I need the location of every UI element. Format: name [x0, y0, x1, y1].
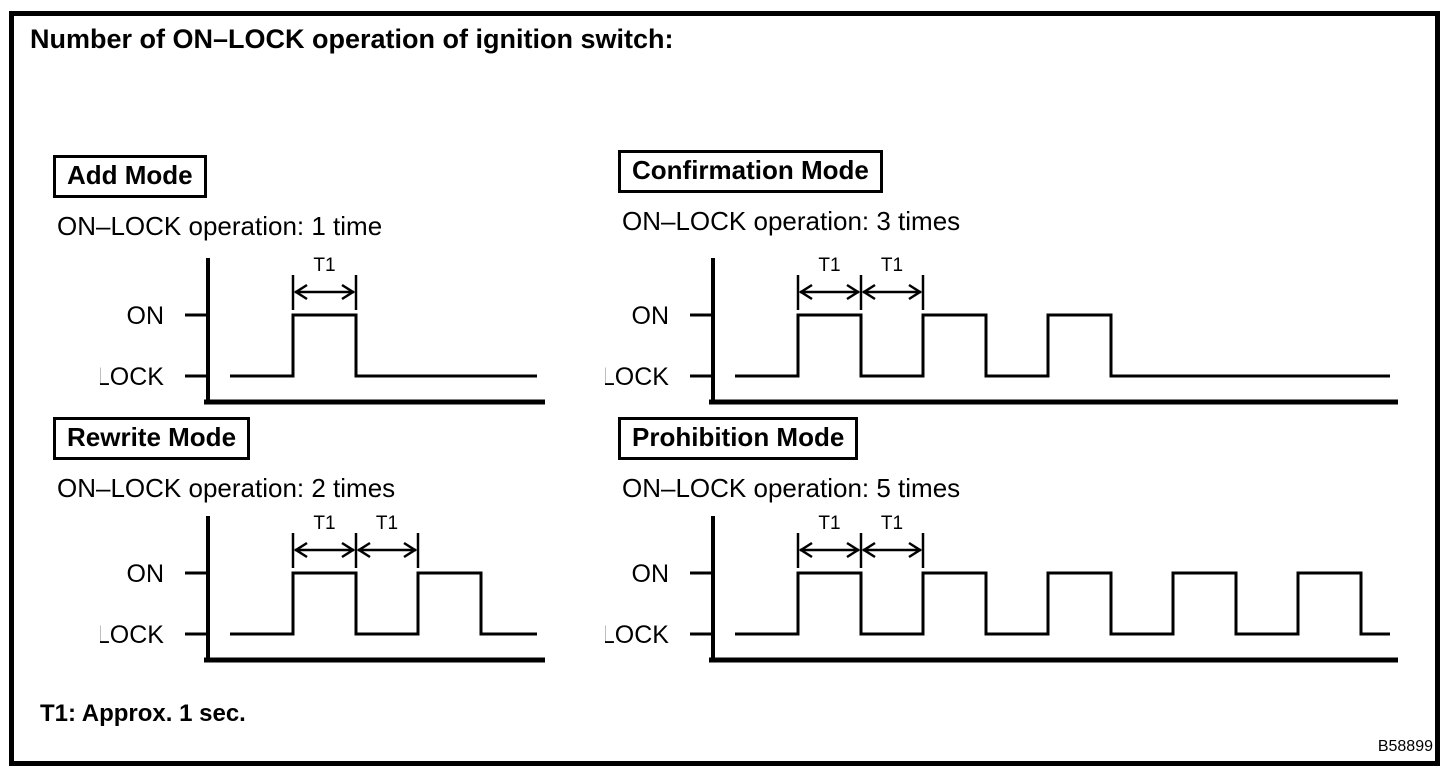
operation-count-text: ON–LOCK operation: 1 time	[57, 211, 383, 241]
signal-trace	[230, 313, 537, 378]
on-label: ON	[127, 302, 165, 330]
panel-confirmation-mode: Confirmation Mode ON–LOCK operation: 3 t…	[605, 150, 1398, 405]
t1-label: T1	[881, 513, 903, 534]
mode-label-text: Add Mode	[67, 160, 193, 190]
waveform-rewrite-mode: ON LOCK T1 T1	[100, 513, 545, 663]
t1-arrowhead-right	[403, 541, 418, 559]
t1-arrowhead-left	[861, 541, 876, 559]
t1-label: T1	[881, 255, 903, 276]
t1-arrowhead-left	[293, 541, 308, 559]
t1-arrowhead-left	[798, 283, 813, 301]
panel-rewrite-mode: Rewrite Mode ON–LOCK operation: 2 times …	[53, 417, 545, 663]
on-label: ON	[632, 302, 670, 330]
t1-arrowhead-left	[798, 541, 813, 559]
operation-count-text: ON–LOCK operation: 5 times	[622, 473, 961, 503]
panel-prohibition-mode: Prohibition Mode ON–LOCK operation: 5 ti…	[605, 417, 1398, 663]
t1-label: T1	[313, 255, 335, 276]
mode-label-box-prohibition: Prohibition Mode	[618, 417, 859, 460]
mode-label-box-add: Add Mode	[53, 155, 207, 198]
lock-label: LOCK	[100, 621, 164, 649]
figure-title: Number of ON–LOCK operation of ignition …	[30, 24, 674, 54]
mode-label-box-rewrite: Rewrite Mode	[53, 417, 251, 460]
lock-label: LOCK	[100, 363, 164, 391]
t1-label: T1	[313, 513, 335, 534]
signal-trace	[735, 313, 1390, 378]
on-label: ON	[127, 560, 165, 588]
waveform-prohibition-mode: ON LOCK T1 T1	[605, 513, 1398, 663]
t1-label: T1	[376, 513, 398, 534]
mode-label-text: Rewrite Mode	[67, 422, 237, 452]
waveform-confirmation-mode: ON LOCK T1 T1	[605, 255, 1398, 405]
panel-add-mode: Add Mode ON–LOCK operation: 1 time ON LOC…	[53, 155, 545, 405]
t1-label: T1	[818, 513, 840, 534]
lock-label: LOCK	[605, 621, 669, 649]
on-label: ON	[632, 560, 670, 588]
t1-arrowhead-right	[341, 541, 356, 559]
mode-label-box-confirmation: Confirmation Mode	[618, 150, 883, 193]
t1-arrowhead-left	[861, 283, 876, 301]
operation-count-text: ON–LOCK operation: 2 times	[57, 473, 396, 503]
t1-footnote: T1: Approx. 1 sec.	[40, 700, 246, 727]
t1-arrowhead-left	[293, 283, 308, 301]
operation-count-text: ON–LOCK operation: 3 times	[622, 206, 961, 236]
t1-label: T1	[818, 255, 840, 276]
figure-border	[9, 11, 1440, 766]
mode-label-text: Confirmation Mode	[632, 155, 869, 185]
t1-arrowhead-left	[356, 541, 371, 559]
t1-arrowhead-right	[846, 541, 861, 559]
t1-arrowhead-right	[341, 283, 356, 301]
t1-arrowhead-right	[908, 541, 923, 559]
t1-arrowhead-right	[908, 283, 923, 301]
signal-trace	[735, 571, 1390, 636]
mode-label-text: Prohibition Mode	[632, 422, 845, 452]
waveform-add-mode: ON LOCK T1	[100, 255, 545, 405]
signal-trace	[230, 571, 537, 636]
t1-arrowhead-right	[846, 283, 861, 301]
lock-label: LOCK	[605, 363, 669, 391]
figure-code: B58899	[1377, 738, 1433, 755]
